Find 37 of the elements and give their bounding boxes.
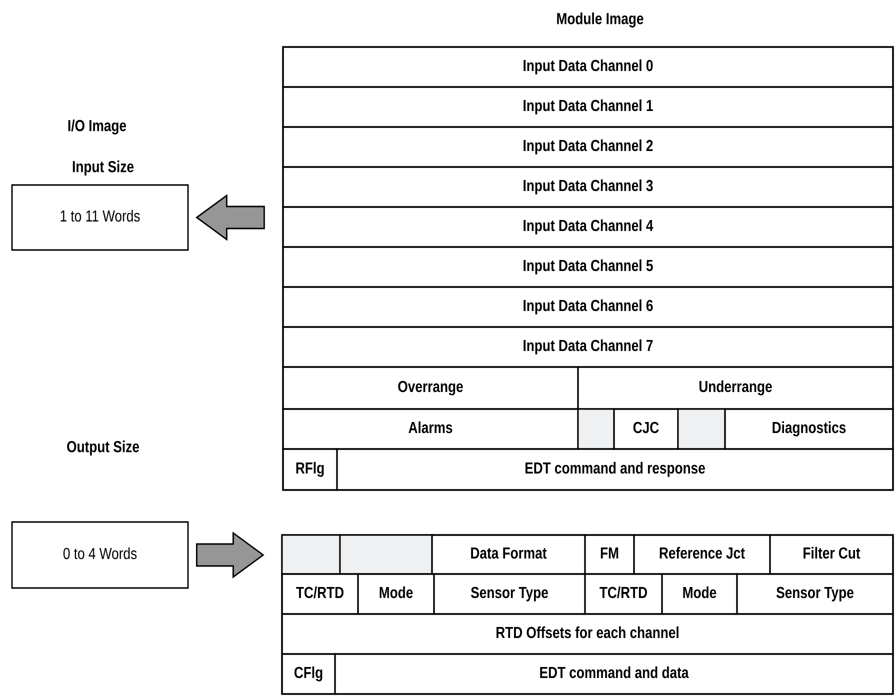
- side-label: I/O Image: [68, 120, 126, 134]
- table-cell: Filter Cut: [769, 534, 894, 575]
- table-cell: Diagnostics: [724, 408, 894, 450]
- table-cell: Input Data Channel 3: [282, 166, 894, 208]
- table-cell: RTD Offsets for each channel: [281, 613, 894, 655]
- table-cell: EDT command and response: [336, 448, 894, 491]
- size-box: 1 to 11 Words: [11, 184, 189, 251]
- table-cell: Input Data Channel 1: [282, 86, 894, 128]
- table-cell: Reference Jct: [633, 534, 771, 575]
- table-cell: TC/RTD: [584, 573, 663, 615]
- table-cell: CFlg: [281, 653, 336, 695]
- side-label: Output Size: [67, 440, 139, 456]
- block-arrow: [196, 532, 264, 578]
- table-cell: TC/RTD: [281, 573, 359, 615]
- table-cell: Mode: [661, 573, 738, 615]
- table-cell: Input Data Channel 0: [282, 46, 894, 88]
- size-box: 0 to 4 Words: [11, 521, 189, 589]
- table-frame: [281, 534, 894, 695]
- table-cell: EDT command and data: [334, 653, 894, 695]
- table-cell: Input Data Channel 6: [282, 286, 894, 328]
- table-cell: Data Format: [431, 534, 586, 575]
- table-cell: Underrange: [577, 366, 894, 410]
- empty-cell: [577, 408, 615, 450]
- table-cell: Input Data Channel 4: [282, 206, 894, 248]
- table-cell: Input Data Channel 2: [282, 126, 894, 168]
- title: Module Image: [557, 12, 644, 28]
- table-cell: Sensor Type: [433, 573, 586, 615]
- empty-cell: [677, 408, 726, 450]
- table-cell: FM: [584, 534, 635, 575]
- table-frame: [282, 46, 894, 491]
- table-cell: Input Data Channel 5: [282, 246, 894, 288]
- table-cell: Input Data Channel 7: [282, 326, 894, 368]
- table-cell: Sensor Type: [736, 573, 894, 615]
- table-cell: Mode: [357, 573, 435, 615]
- table-cell: RFlg: [282, 448, 338, 491]
- table-cell: Alarms: [282, 408, 579, 450]
- table-cell: Overrange: [282, 366, 579, 410]
